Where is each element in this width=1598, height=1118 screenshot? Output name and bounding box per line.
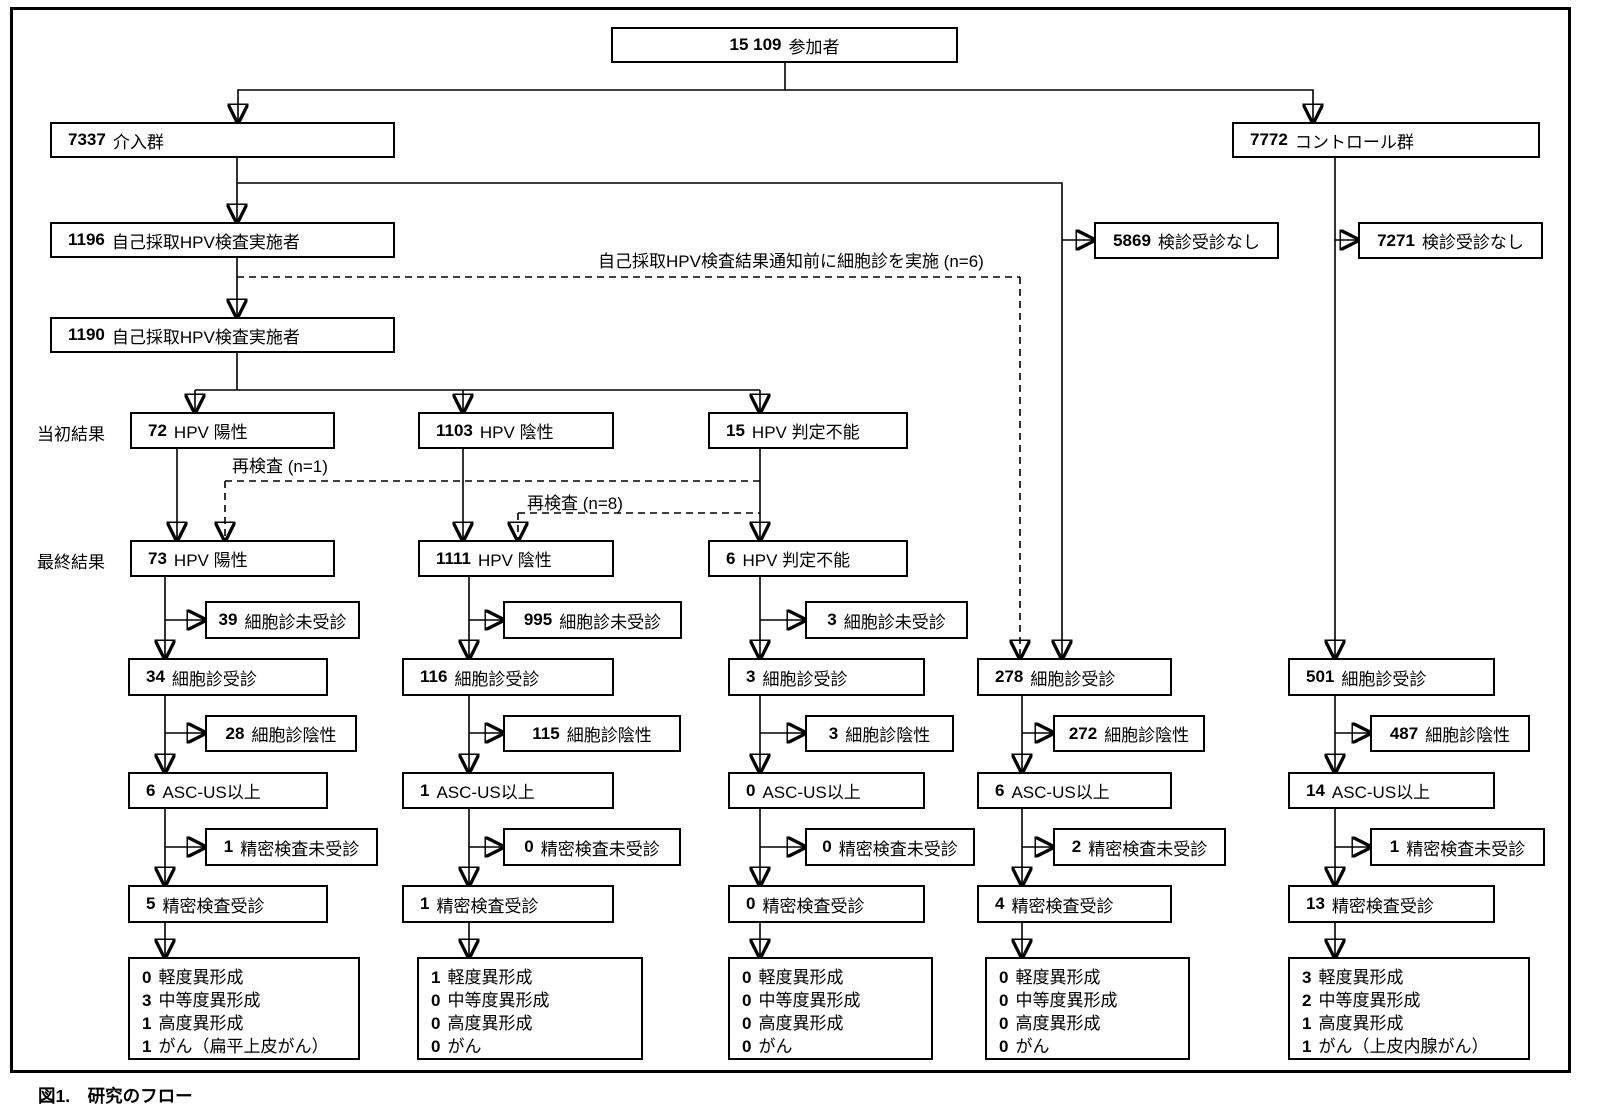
diagram-border: [10, 7, 1571, 1073]
figure-caption: 図1. 研究のフロー: [38, 1086, 193, 1106]
solid-connectors: [165, 63, 1370, 957]
annotation-retest-n1: 再検査 (n=1): [232, 457, 328, 476]
annotation-pre-notification-cytology: 自己採取HPV検査結果通知前に細胞診を実施 (n=6): [598, 252, 984, 271]
annotation-retest-n8: 再検査 (n=8): [527, 494, 623, 513]
row-label-final-results: 最終結果: [37, 553, 105, 572]
dashed-connectors: [225, 276, 1020, 658]
row-label-initial-results: 当初結果: [37, 425, 105, 444]
